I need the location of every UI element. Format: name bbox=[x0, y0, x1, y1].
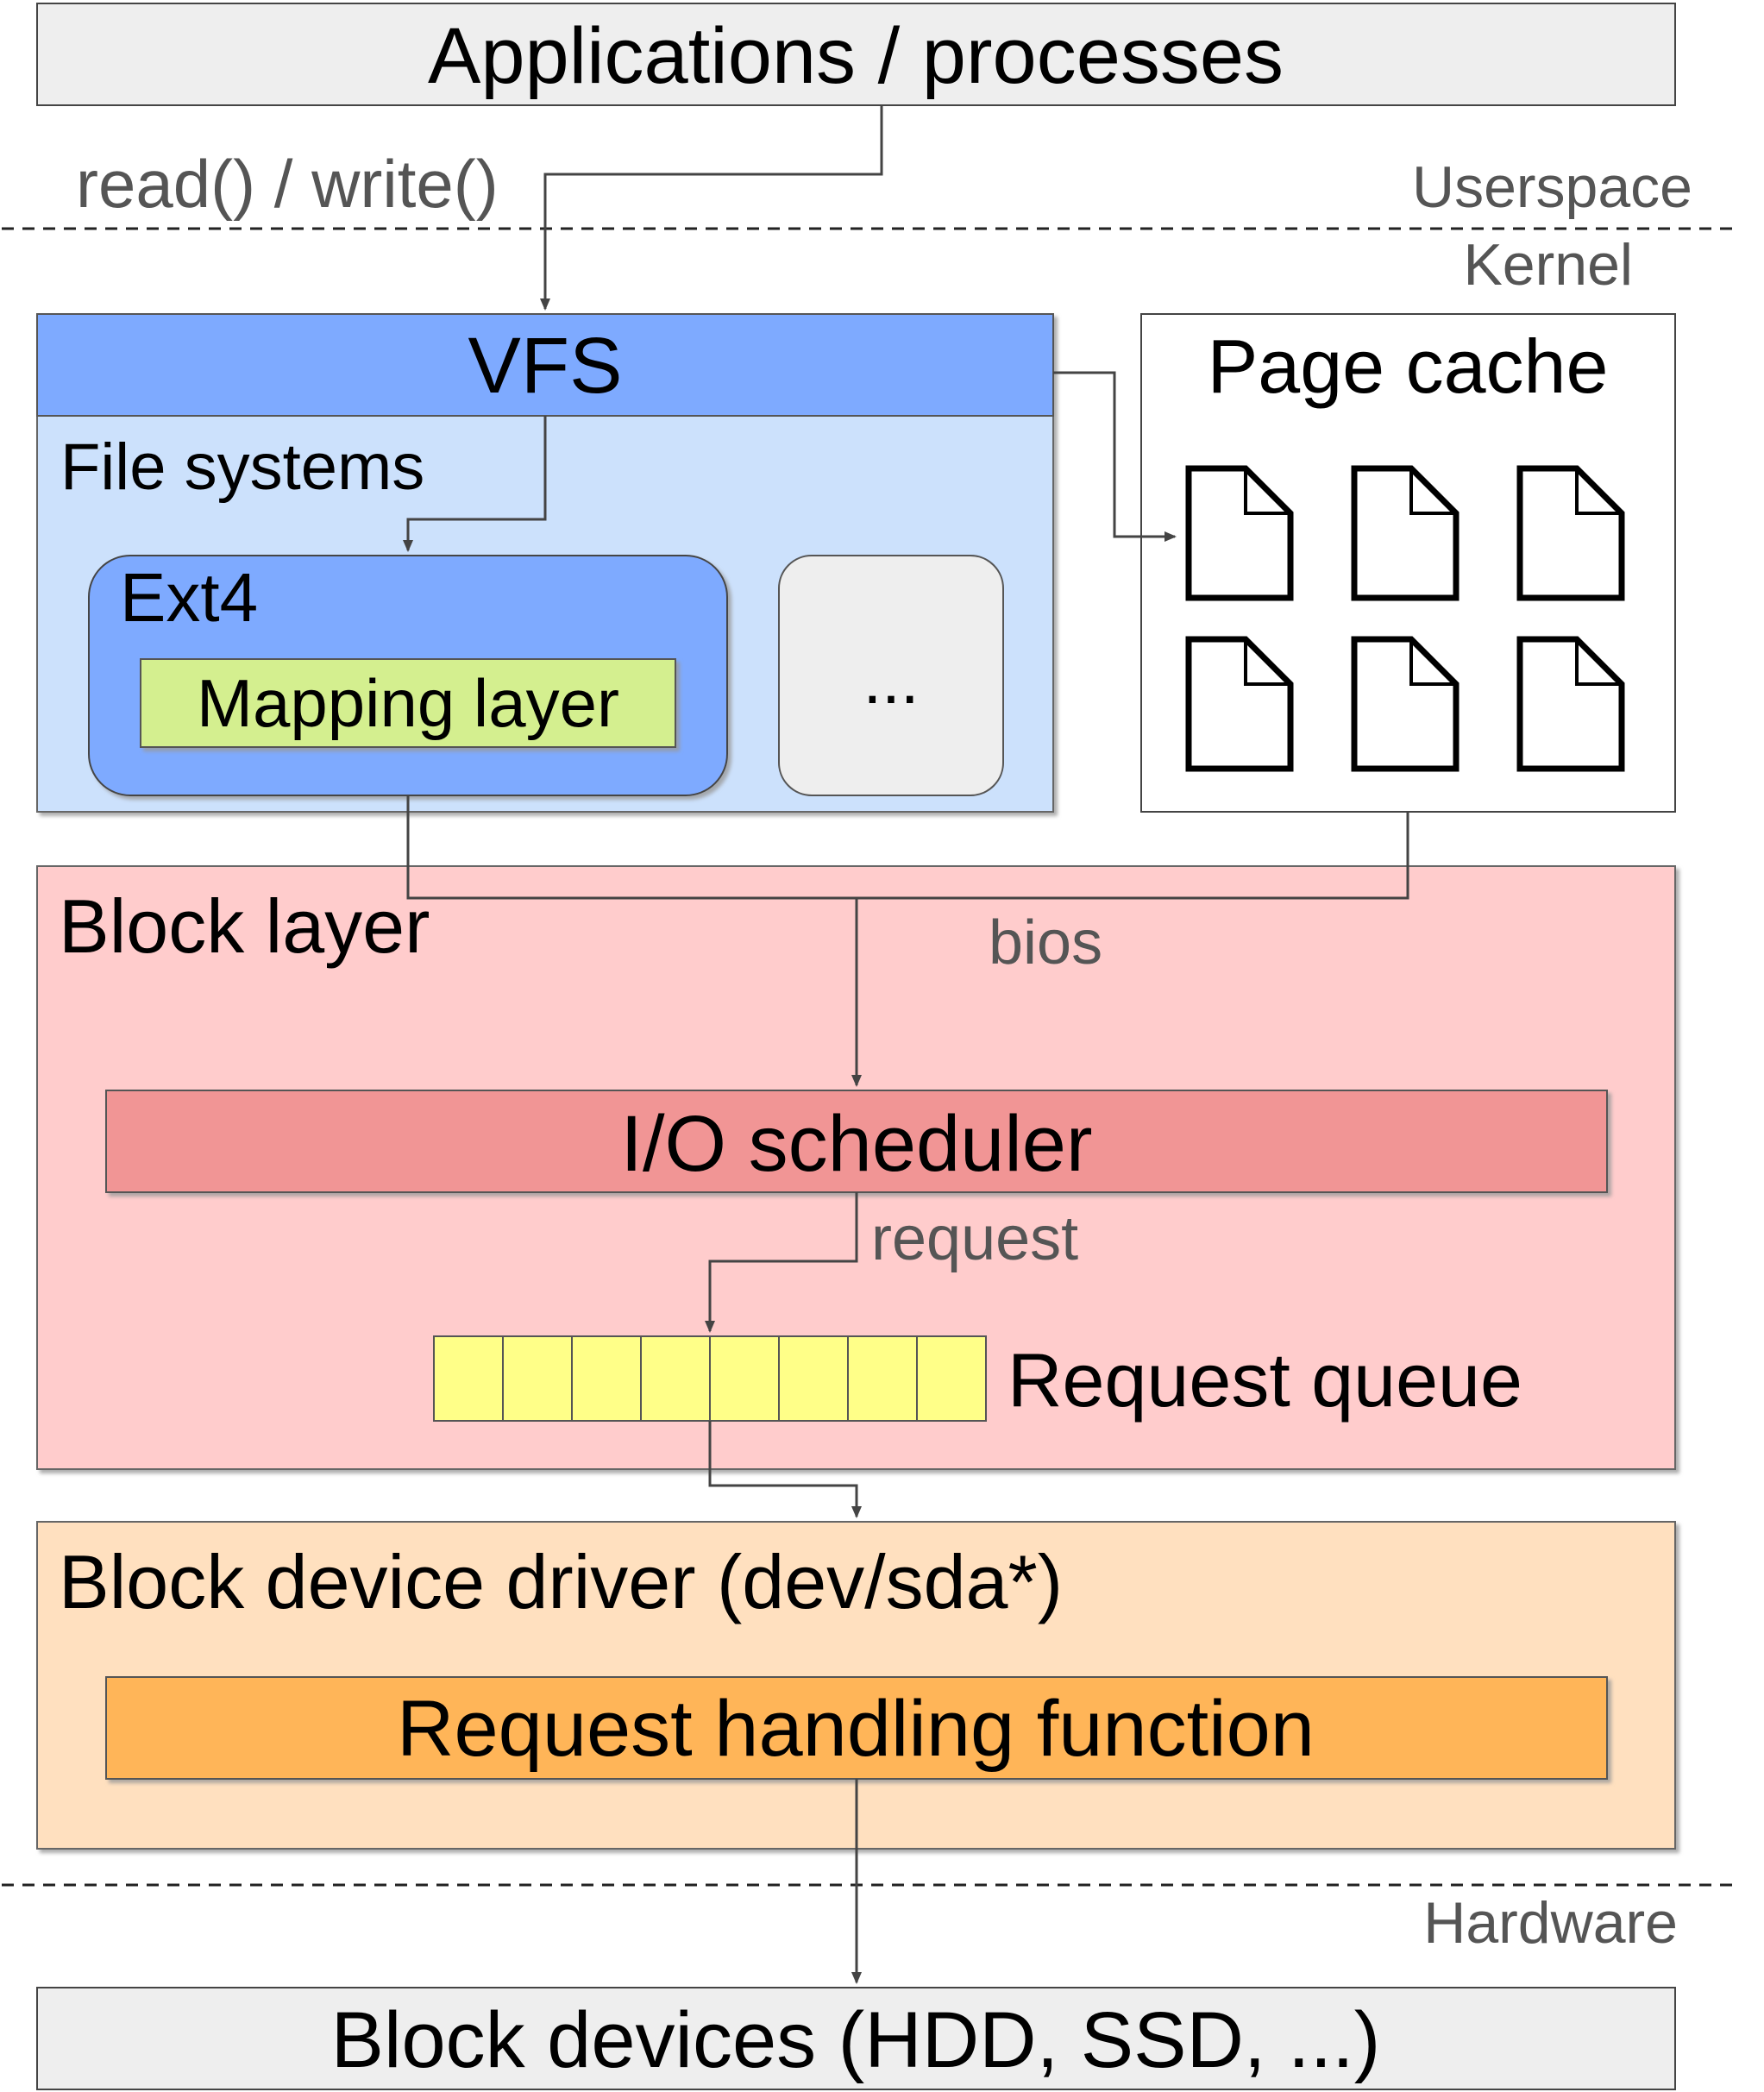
queue-slot bbox=[571, 1335, 642, 1422]
bios-label: bios bbox=[989, 908, 1102, 977]
block-devices-box: Block devices (HDD, SSD, ...) bbox=[36, 1987, 1676, 2090]
queue-slot bbox=[778, 1335, 849, 1422]
queue-slot bbox=[916, 1335, 987, 1422]
queue-slot bbox=[640, 1335, 711, 1422]
other-fs-label: ... bbox=[863, 642, 919, 718]
vfs-bar: VFS bbox=[36, 313, 1054, 417]
block-layer-label: Block layer bbox=[59, 883, 430, 969]
queue-slot bbox=[433, 1335, 504, 1422]
page-icon bbox=[1351, 465, 1460, 601]
userspace-label: Userspace bbox=[1412, 154, 1692, 220]
io-scheduler-box bbox=[105, 1090, 1608, 1193]
request-queue bbox=[433, 1335, 987, 1422]
page-icon bbox=[1185, 465, 1294, 601]
io-scheduler-label: I/O scheduler bbox=[620, 1100, 1092, 1188]
page-icon bbox=[1516, 636, 1625, 772]
request-handler-label: Request handling function bbox=[397, 1685, 1315, 1773]
arrow-vfs-to-ext4 bbox=[403, 416, 547, 552]
kernel-label: Kernel bbox=[1463, 232, 1633, 298]
page-icon bbox=[1516, 465, 1625, 601]
arrow-apps-to-vfs bbox=[540, 105, 883, 311]
page-icon bbox=[1351, 636, 1460, 772]
hardware-label: Hardware bbox=[1423, 1890, 1678, 1956]
line-bios-merge bbox=[406, 795, 1409, 900]
request-label: request bbox=[871, 1204, 1078, 1273]
ext4-label: Ext4 bbox=[120, 559, 258, 636]
applications-box: Applications / processes bbox=[36, 3, 1676, 106]
block-devices-label: Block devices (HDD, SSD, ...) bbox=[331, 1996, 1381, 2084]
page-cache-label: Page cache bbox=[1208, 324, 1609, 409]
request-handler-box bbox=[105, 1676, 1608, 1780]
mapping-layer-box bbox=[140, 658, 676, 748]
connectors bbox=[403, 105, 1409, 1984]
file-systems-label: File systems bbox=[60, 430, 424, 504]
vfs-label: VFS bbox=[468, 322, 623, 410]
other-fs-box: ... bbox=[778, 555, 1004, 796]
page-icon bbox=[1185, 636, 1294, 772]
arrow-vfs-to-page-cache bbox=[1053, 371, 1177, 542]
driver-label: Block device driver (dev/sda*) bbox=[59, 1539, 1063, 1624]
page-grid bbox=[1185, 465, 1625, 772]
mapping-layer-label: Mapping layer bbox=[197, 665, 619, 741]
syscall-label: read() / write() bbox=[76, 146, 499, 222]
page-cache-box: Page cache bbox=[1140, 313, 1676, 813]
arrow-scheduler-to-queue bbox=[705, 1192, 858, 1333]
queue-slot bbox=[502, 1335, 573, 1422]
queue-slot bbox=[847, 1335, 918, 1422]
queue-slot bbox=[709, 1335, 780, 1422]
request-queue-label: Request queue bbox=[1008, 1337, 1522, 1423]
applications-label: Applications / processes bbox=[428, 12, 1284, 100]
ext4-box: Ext4 Mapping layer bbox=[88, 555, 728, 796]
arrow-queue-to-driver bbox=[708, 1421, 862, 1518]
